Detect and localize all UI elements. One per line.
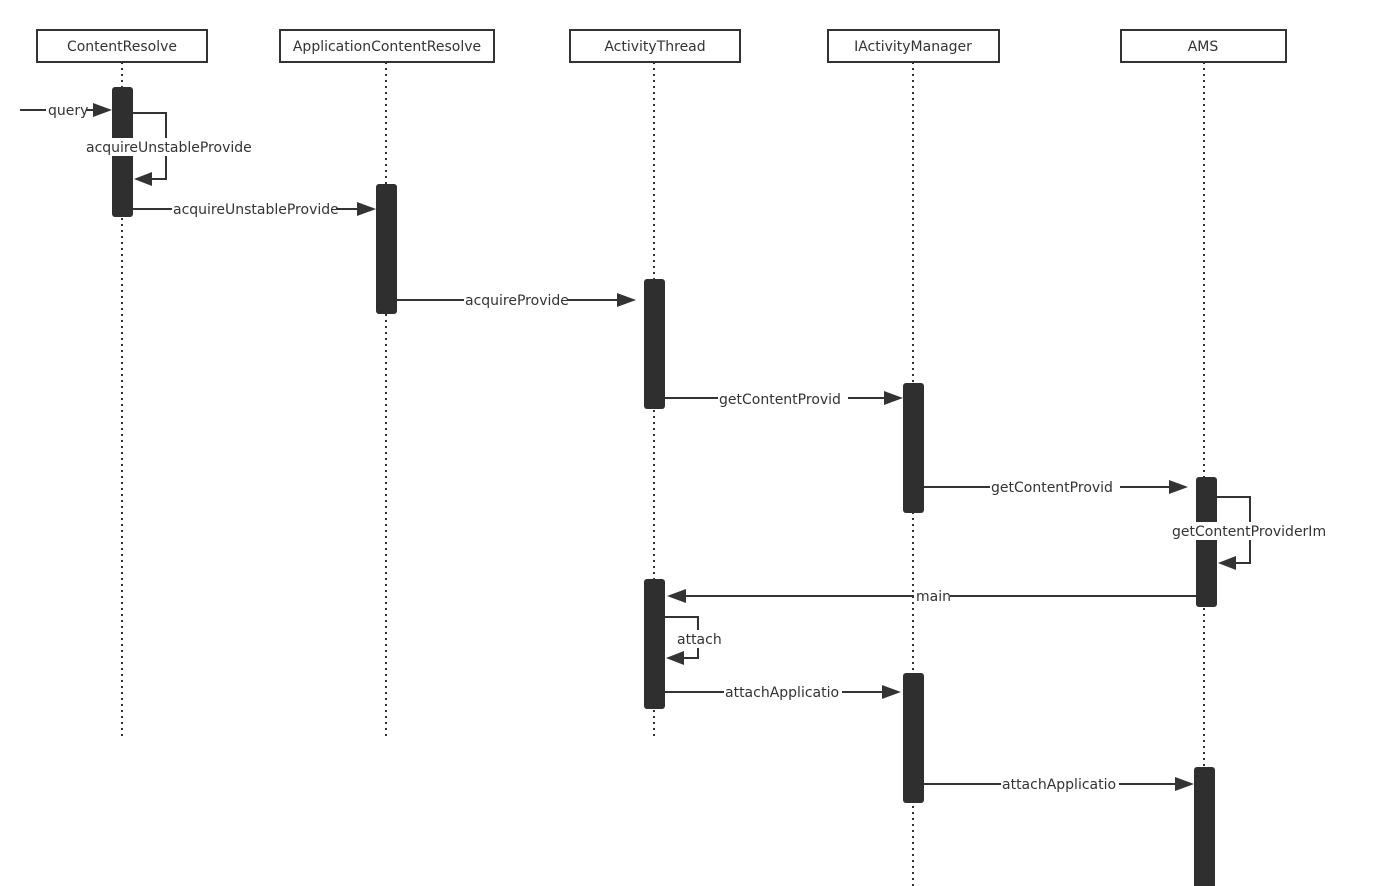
participant-label: ContentResolve	[67, 39, 177, 55]
participant-label: ApplicationContentResolve	[293, 39, 481, 55]
message-label: query	[48, 103, 88, 119]
message-label: acquireUnstableProvide	[86, 140, 252, 156]
message-acquire-provider: acquireProvide	[397, 291, 636, 309]
participant-box	[1120, 29, 1287, 63]
participant-box	[569, 29, 741, 63]
participant-application-content-resolve: ApplicationContentResolve	[279, 29, 495, 63]
participant-label: ActivityThread	[604, 39, 705, 55]
participant-label: IActivityManager	[854, 39, 972, 55]
participant-box	[279, 29, 495, 63]
message-label: attach	[677, 632, 722, 648]
message-attach: attach	[665, 616, 722, 665]
message-label: main	[916, 589, 951, 605]
message-query: query	[20, 101, 112, 119]
message-get-content-provider-2: getContentProvid	[924, 478, 1188, 496]
participant-ams: AMS	[1120, 29, 1287, 63]
participant-box	[827, 29, 1000, 63]
participant-content-resolve: ContentResolve	[36, 29, 208, 63]
message-label: attachApplicatio	[1002, 777, 1116, 793]
activation-iactivity-manager	[903, 673, 924, 803]
message-acquire-unstable-provider: acquireUnstableProvide	[133, 200, 376, 218]
message-get-content-provider-1: getContentProvid	[665, 389, 903, 408]
activation-ams	[1194, 767, 1215, 886]
participant-box	[36, 29, 208, 63]
activation-application-content-resolve	[376, 184, 397, 314]
message-label: getContentProvid	[991, 480, 1113, 496]
lifelines	[121, 62, 1205, 886]
message-attach-application-1: attachApplicatio	[665, 683, 901, 701]
message-get-content-provider-impl: getContentProviderIm	[1171, 496, 1329, 570]
message-attach-application-2: attachApplicatio	[924, 775, 1194, 793]
activation-iactivity-manager	[903, 383, 924, 513]
activation-activity-thread	[644, 279, 665, 409]
message-label: attachApplicatio	[725, 685, 839, 701]
message-label: getContentProviderIm	[1172, 524, 1326, 540]
message-label: getContentProvid	[719, 392, 841, 408]
activation-ams	[1196, 477, 1217, 607]
activation-activity-thread	[644, 579, 665, 709]
participant-label: AMS	[1188, 39, 1219, 55]
message-acquire-unstable-provider-self: acquireUnstableProvide	[85, 112, 252, 186]
participant-activity-thread: ActivityThread	[569, 29, 741, 63]
message-label: acquireUnstableProvide	[173, 202, 339, 218]
participant-iactivity-manager: IActivityManager	[827, 29, 1000, 63]
message-main: main	[667, 587, 1196, 605]
message-label: acquireProvide	[465, 293, 569, 309]
